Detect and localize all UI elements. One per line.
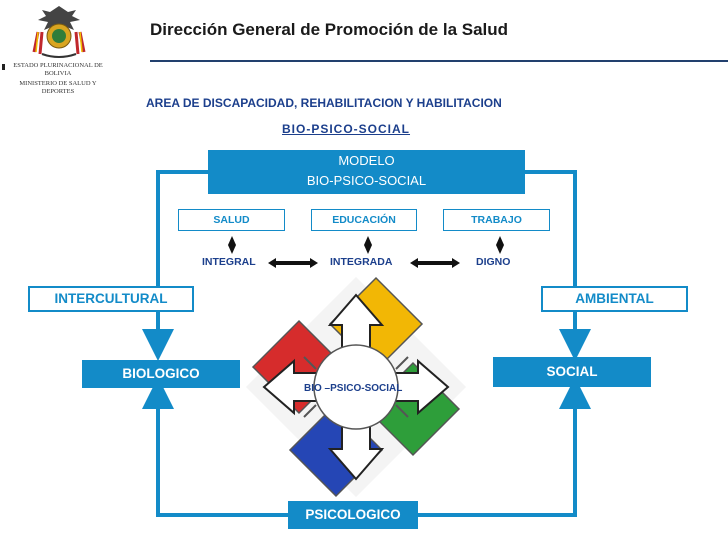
connector-right-bottom	[418, 377, 591, 517]
model-box: MODELO BIO-PSICO-SOCIAL	[208, 150, 525, 194]
biologico-box: BIOLOGICO	[82, 360, 240, 388]
ambiental-box: AMBIENTAL	[541, 286, 688, 312]
area-subtitle: BIO-PSICO-SOCIAL	[282, 122, 411, 136]
header-divider	[150, 60, 728, 62]
pillar-salud: SALUD	[178, 209, 285, 231]
double-arrow-icon	[410, 258, 460, 268]
pillar-trabajo: TRABAJO	[443, 209, 550, 231]
connector-right-top	[525, 170, 591, 361]
left-marker	[2, 64, 5, 70]
diamond-marker	[364, 236, 372, 254]
bolivia-coat-of-arms-icon	[32, 6, 86, 58]
connector-left-bottom	[142, 377, 288, 517]
pillar-educacion: EDUCACIÓN	[311, 209, 417, 231]
model-line2: BIO-PSICO-SOCIAL	[306, 173, 427, 188]
ministry-line: MINISTERIO DE SALUD Y	[19, 80, 97, 87]
institution-line: ESTADO PLURINACIONAL DE	[13, 62, 103, 69]
institution-name: ESTADO PLURINACIONAL DE BOLIVIA	[8, 62, 108, 78]
double-arrow-icon	[268, 258, 318, 268]
psicologico-box: PSICOLOGICO	[288, 501, 418, 529]
institution-line: BOLIVIA	[44, 70, 72, 77]
quality-digno: DIGNO	[476, 256, 511, 268]
ministry-line: DEPORTES	[41, 88, 75, 95]
bio-psico-social-diamond	[246, 276, 466, 498]
quality-integral: INTEGRAL	[202, 256, 256, 268]
quality-integrada: INTEGRADA	[330, 256, 393, 268]
area-title: AREA DE DISCAPACIDAD, REHABILITACION Y H…	[146, 96, 502, 110]
connector-left-top	[142, 170, 208, 361]
diamond-marker	[496, 236, 504, 254]
social-box: SOCIAL	[493, 357, 651, 387]
ministry-name: MINISTERIO DE SALUD Y DEPORTES	[8, 80, 108, 96]
diamond-marker	[228, 236, 236, 254]
intercultural-box: INTERCULTURAL	[28, 286, 194, 312]
model-line1: MODELO	[338, 153, 395, 168]
center-label: BIO –PSICO-SOCIAL	[304, 383, 403, 394]
page-title: Dirección General de Promoción de la Sal…	[150, 20, 509, 39]
